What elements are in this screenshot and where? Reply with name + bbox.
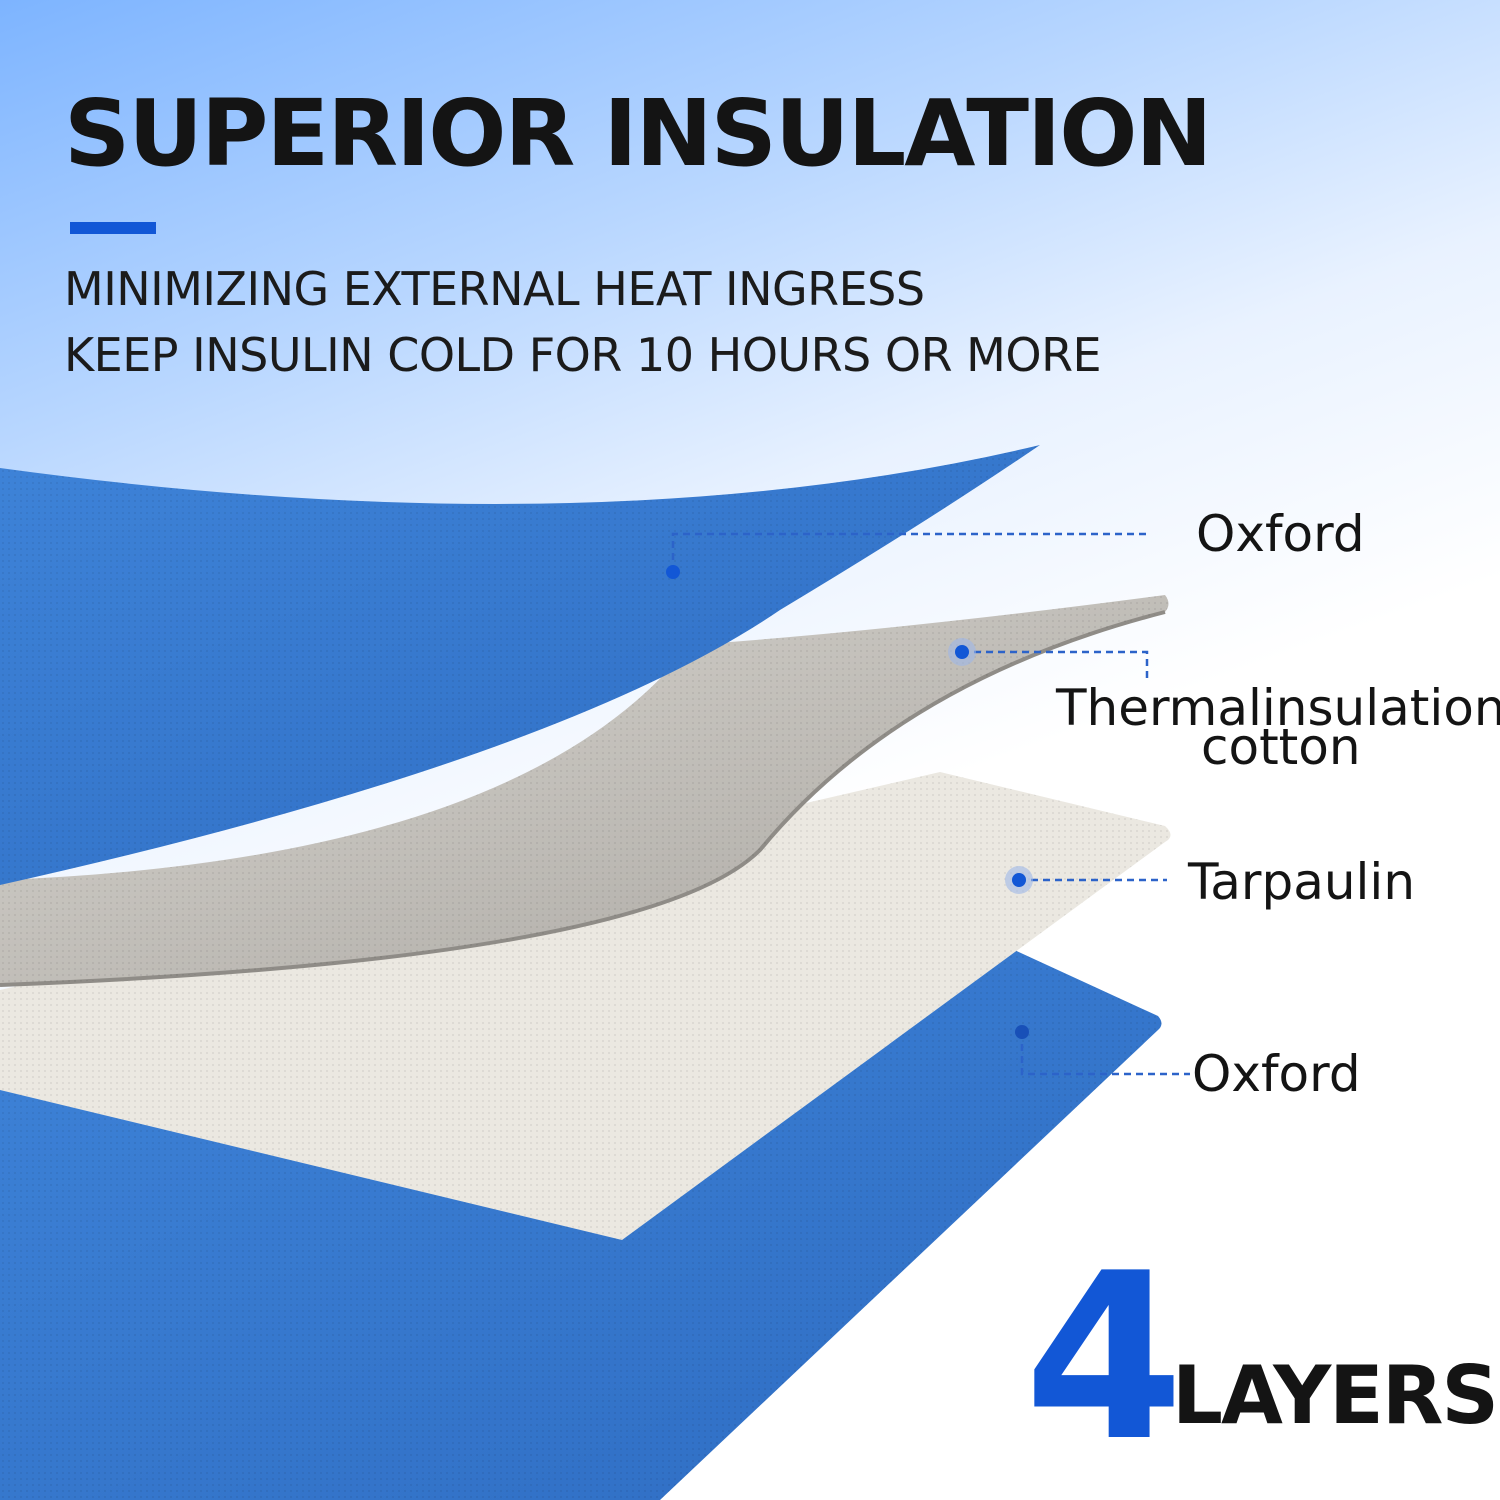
layer-label-oxford-bottom: Oxford xyxy=(1192,1045,1361,1103)
layer-count-word: LAYERS xyxy=(1172,1349,1499,1442)
layer-label-tarpaulin: Tarpaulin xyxy=(1188,853,1416,911)
subtitle-line-1: MINIMIZING EXTERNAL HEAT INGRESS xyxy=(64,262,925,316)
leader-oxford-bottom xyxy=(1020,1032,1190,1076)
leader-oxford-top xyxy=(671,532,1146,572)
subtitle-line-2: KEEP INSULIN COLD FOR 10 HOURS OR MORE xyxy=(64,328,1102,382)
marker-oxford-top xyxy=(666,565,680,579)
leader-cotton xyxy=(962,650,1149,682)
marker-oxford-bottom xyxy=(1015,1025,1029,1039)
page-title: SUPERIOR INSULATION xyxy=(64,80,1212,187)
layer-label-thermal-line2: cotton xyxy=(1200,717,1361,776)
oxford-layer-top-texture xyxy=(0,445,1040,885)
marker-tarpaulin xyxy=(1012,873,1026,887)
marker-cotton xyxy=(955,645,969,659)
layer-count-number: 4 xyxy=(1024,1225,1184,1492)
layer-label-thermal-insulation: Thermalinsulation cotton xyxy=(1056,682,1500,773)
layer-label-oxford-top: Oxford xyxy=(1196,505,1365,563)
cotton-layer-texture xyxy=(0,595,1169,985)
tarpaulin-layer-texture xyxy=(0,772,1171,1240)
layer-label-thermal-line1: Thermalinsulation xyxy=(1056,679,1500,737)
title-accent-bar xyxy=(70,222,156,234)
